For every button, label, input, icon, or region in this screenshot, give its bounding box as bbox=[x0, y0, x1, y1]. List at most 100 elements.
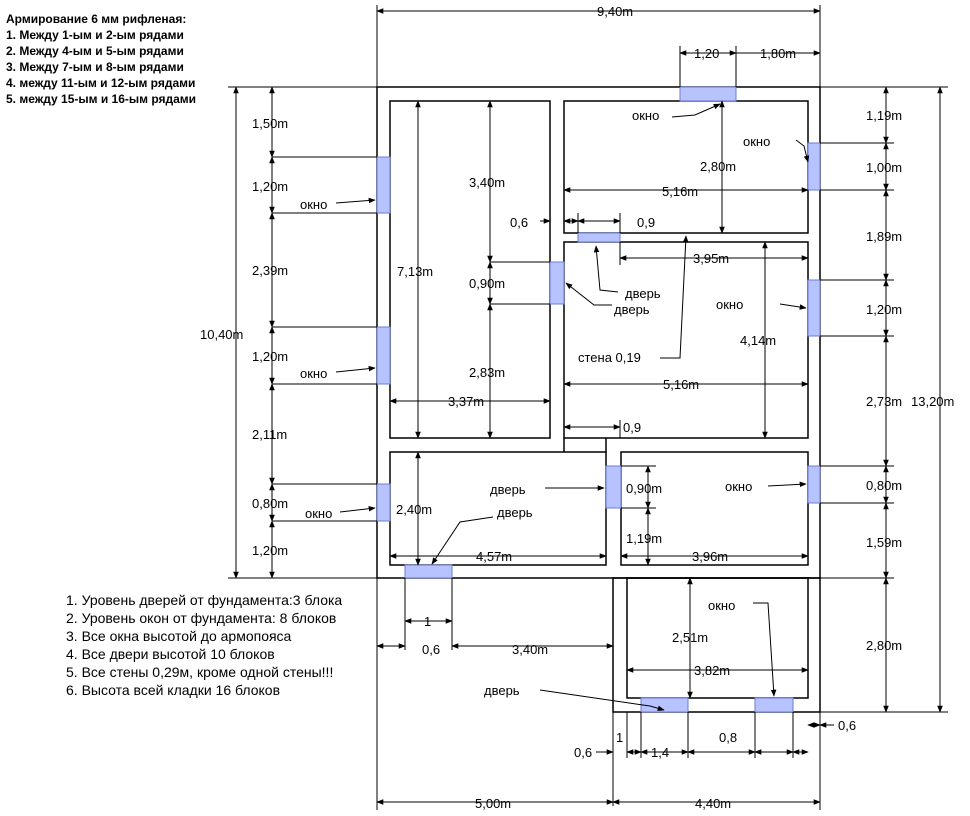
dim-room3-width: 5,16m bbox=[663, 377, 699, 392]
construction-note: 1. Уровень дверей от фундамента:3 блока bbox=[66, 592, 343, 608]
dim-right-3: 1,89m bbox=[866, 229, 902, 244]
dim-room1-width: 3,37m bbox=[448, 394, 484, 409]
window-top bbox=[679, 86, 737, 102]
dim-b-340: 3,40m bbox=[512, 642, 548, 657]
door-room-3 bbox=[577, 232, 621, 243]
dim-porch-width: 3,82m bbox=[694, 663, 730, 678]
reinforcement-item: 4. между 11-ым и 12-ым рядами bbox=[6, 76, 196, 90]
label-window-left-1: окно bbox=[300, 197, 327, 212]
construction-note: 3. Все окна высотой до армопояса bbox=[66, 628, 292, 644]
dim-b-06c: 0,6 bbox=[838, 718, 856, 733]
dim-room5-lower: 1,19m bbox=[626, 531, 662, 546]
label-window-left-2: окно bbox=[300, 366, 327, 381]
label-window-right-3: окно bbox=[725, 479, 752, 494]
dim-b-06: 0,6 bbox=[422, 642, 440, 657]
dim-room2-height: 2,80m bbox=[700, 159, 736, 174]
window-right-2 bbox=[807, 279, 821, 337]
dim-right-total: 13,20m bbox=[911, 394, 954, 409]
dim-right-5: 2,73m bbox=[866, 394, 902, 409]
dim-top-total: 9,40m bbox=[597, 4, 633, 19]
dim-gap-lower: 0,9 bbox=[623, 420, 641, 435]
label-window-right-2: окно bbox=[716, 297, 743, 312]
dim-left-2: 1,20m bbox=[252, 179, 288, 194]
label-door-room-1: дверь bbox=[614, 302, 650, 317]
dim-right-4: 1,20m bbox=[866, 302, 902, 317]
dim-right-8: 2,80m bbox=[866, 638, 902, 653]
construction-note: 5. Все стены 0,29м, кроме одной стены!!! bbox=[66, 664, 334, 680]
window-porch bbox=[754, 697, 794, 713]
dim-room3-height: 4,14m bbox=[740, 333, 776, 348]
dim-b-06b: 0,6 bbox=[574, 745, 592, 760]
dim-b-14: 1,4 bbox=[651, 745, 669, 760]
reinforcement-item: 3. Между 7-ым и 8-ым рядами bbox=[6, 60, 184, 74]
dim-left-6: 0,80m bbox=[252, 496, 288, 511]
dim-room2-width: 5,16m bbox=[662, 184, 698, 199]
dim-b-1: 1 bbox=[424, 614, 431, 629]
dim-gap-left: 0,6 bbox=[510, 215, 528, 230]
dim-bottom-left: 5,00m bbox=[475, 796, 511, 811]
dim-left-1: 1,50m bbox=[252, 116, 288, 131]
window-right-1 bbox=[807, 142, 821, 191]
dim-left-7: 1,20m bbox=[252, 543, 288, 558]
dim-right-7: 1,59m bbox=[866, 535, 902, 550]
walls bbox=[376, 86, 821, 713]
dimension-labels: 9,40m 1,20 1,80m 10,40m 1,50m 1,20m 2,39… bbox=[200, 4, 954, 811]
reinforcement-notes: Армирование 6 мм рифленая: 1. Между 1-ым… bbox=[6, 11, 196, 107]
dim-b-08: 0,8 bbox=[719, 730, 737, 745]
dim-room1-upper: 3,40m bbox=[469, 175, 505, 190]
dim-right-1: 1,19m bbox=[866, 108, 902, 123]
reinforcement-item: 1. Между 1-ым и 2-ым рядами bbox=[6, 28, 184, 42]
construction-note: 2. Уровень окон от фундамента: 8 блоков bbox=[66, 610, 337, 626]
dim-room4-width: 4,57m bbox=[476, 549, 512, 564]
dim-gap-right: 0,9 bbox=[637, 215, 655, 230]
dim-room5-width: 3,96m bbox=[692, 549, 728, 564]
dim-room4-height: 2,40m bbox=[396, 502, 432, 517]
openings bbox=[376, 86, 821, 713]
room-2 bbox=[563, 100, 809, 234]
dim-top-window: 1,20 bbox=[694, 46, 719, 61]
label-window-left-3: окно bbox=[305, 506, 332, 521]
door-room-1 bbox=[549, 261, 565, 305]
window-left-3 bbox=[376, 483, 391, 522]
label-door-porch: дверь bbox=[484, 683, 520, 698]
dim-room1-door: 0,90m bbox=[469, 276, 505, 291]
window-left-1 bbox=[376, 156, 391, 214]
dim-room1-lower: 2,83m bbox=[469, 365, 505, 380]
door-room-5 bbox=[605, 465, 622, 509]
dim-porch-height: 2,51m bbox=[672, 630, 708, 645]
dim-left-3: 2,39m bbox=[252, 263, 288, 278]
porch-inner bbox=[626, 577, 809, 699]
dim-bottom-right: 4,40m bbox=[695, 796, 731, 811]
reinforcement-item: 2. Между 4-ым и 5-ым рядами bbox=[6, 44, 184, 58]
opening-labels: окно окно окно окно окно окно окно окно … bbox=[300, 108, 770, 698]
label-door-entrance: дверь bbox=[497, 505, 533, 520]
label-window-top: окно bbox=[632, 108, 659, 123]
reinforcement-title: Армирование 6 мм рифленая: bbox=[6, 12, 187, 26]
construction-notes: 1. Уровень дверей от фундамента:3 блока … bbox=[66, 591, 342, 699]
dim-left-4: 1,20m bbox=[252, 349, 288, 364]
dim-right-6: 0,80m bbox=[866, 478, 902, 493]
dim-left-total: 10,40m bbox=[200, 327, 243, 342]
dim-right-2: 1,00m bbox=[866, 160, 902, 175]
dim-room1-height: 7,13m bbox=[397, 264, 433, 279]
label-window-porch: окно bbox=[708, 598, 735, 613]
door-porch bbox=[640, 697, 689, 713]
wall-note: стена 0,19 bbox=[578, 350, 641, 365]
reinforcement-item: 5. между 15-ым и 16-ым рядами bbox=[6, 92, 197, 106]
label-door-room-3: дверь bbox=[625, 286, 661, 301]
construction-note: 6. Высота всей кладки 16 блоков bbox=[66, 682, 281, 698]
dim-room5-door: 0,90m bbox=[626, 481, 662, 496]
dim-room3-door-offset: 3,95m bbox=[693, 251, 729, 266]
label-window-right-1: окно bbox=[743, 134, 770, 149]
window-left-2 bbox=[376, 326, 391, 385]
leader-arrows bbox=[335, 103, 810, 711]
window-right-3 bbox=[807, 465, 821, 504]
label-door-room-5: дверь bbox=[490, 482, 526, 497]
dim-left-5: 2,11m bbox=[252, 427, 287, 442]
dim-top-right: 1,80m bbox=[760, 46, 796, 61]
construction-note: 4. Все двери высотой 10 блоков bbox=[66, 646, 275, 662]
door-entrance bbox=[404, 564, 453, 579]
dim-b-1b: 1 bbox=[616, 730, 623, 745]
dimension-lines bbox=[228, 5, 948, 810]
